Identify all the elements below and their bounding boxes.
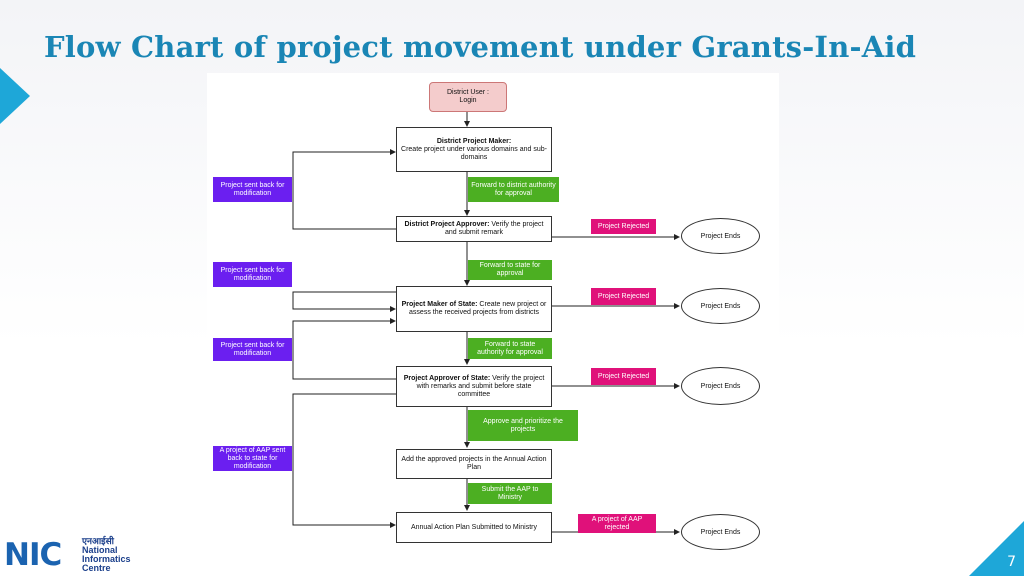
label-sent-back-3: Project sent back for modification — [213, 338, 292, 361]
page-number: 7 — [1007, 554, 1016, 570]
step-project-maker-of-state: Project Maker of State: Create new proje… — [396, 286, 552, 332]
step-add-to-annual-action-plan: Add the approved projects in the Annual … — [396, 449, 552, 479]
start-district-user-login: District User :Login — [429, 82, 507, 112]
step-aap-submitted-to-ministry: Annual Action Plan Submitted to Ministry — [396, 512, 552, 543]
label-rejected-1: Project Rejected — [591, 219, 656, 234]
end-project-1: Project Ends — [681, 218, 760, 254]
nic-logo-line3: Centre — [82, 563, 111, 573]
label-rejected-2: Project Rejected — [591, 288, 656, 305]
nic-logo-line2: Informatics — [82, 554, 131, 564]
nic-logo-line1: National — [82, 545, 118, 555]
label-sent-back-1: Project sent back for modification — [213, 177, 292, 202]
label-forward-to-state-authority: Forward to state authority for approval — [468, 338, 552, 359]
left-chevron-decoration — [0, 68, 30, 124]
step-project-approver-of-state: Project Approver of State: Verify the pr… — [396, 366, 552, 407]
label-sent-back-2: Project sent back for modification — [213, 262, 292, 287]
label-rejected-3: Project Rejected — [591, 368, 656, 385]
step-district-project-maker: District Project Maker:Create project un… — [396, 127, 552, 172]
nic-logo: NIC एनआईसी National Informatics Centre — [4, 536, 134, 574]
slide-title: Flow Chart of project movement under Gra… — [44, 30, 917, 64]
end-project-2: Project Ends — [681, 288, 760, 324]
corner-triangle-decoration — [969, 521, 1024, 576]
step-district-project-approver: District Project Approver: Verify the pr… — [396, 216, 552, 242]
end-project-4: Project Ends — [681, 514, 760, 550]
nic-logo-hindi: एनआईसी — [82, 536, 115, 546]
label-aap-rejected: A project of AAP rejected — [578, 514, 656, 533]
label-forward-to-state: Forward to state for approval — [468, 260, 552, 280]
label-aap-sent-back: A project of AAP sent back to state for … — [213, 446, 292, 471]
flowchart-diagram: District User :Login District Project Ma… — [207, 73, 779, 551]
label-submit-aap: Submit the AAP to Ministry — [468, 483, 552, 504]
label-forward-to-district: Forward to district authority for approv… — [468, 177, 559, 202]
nic-logo-mark: NIC — [4, 537, 62, 573]
end-project-3: Project Ends — [681, 367, 760, 405]
label-approve-prioritize: Approve and prioritize the projects — [468, 410, 578, 441]
